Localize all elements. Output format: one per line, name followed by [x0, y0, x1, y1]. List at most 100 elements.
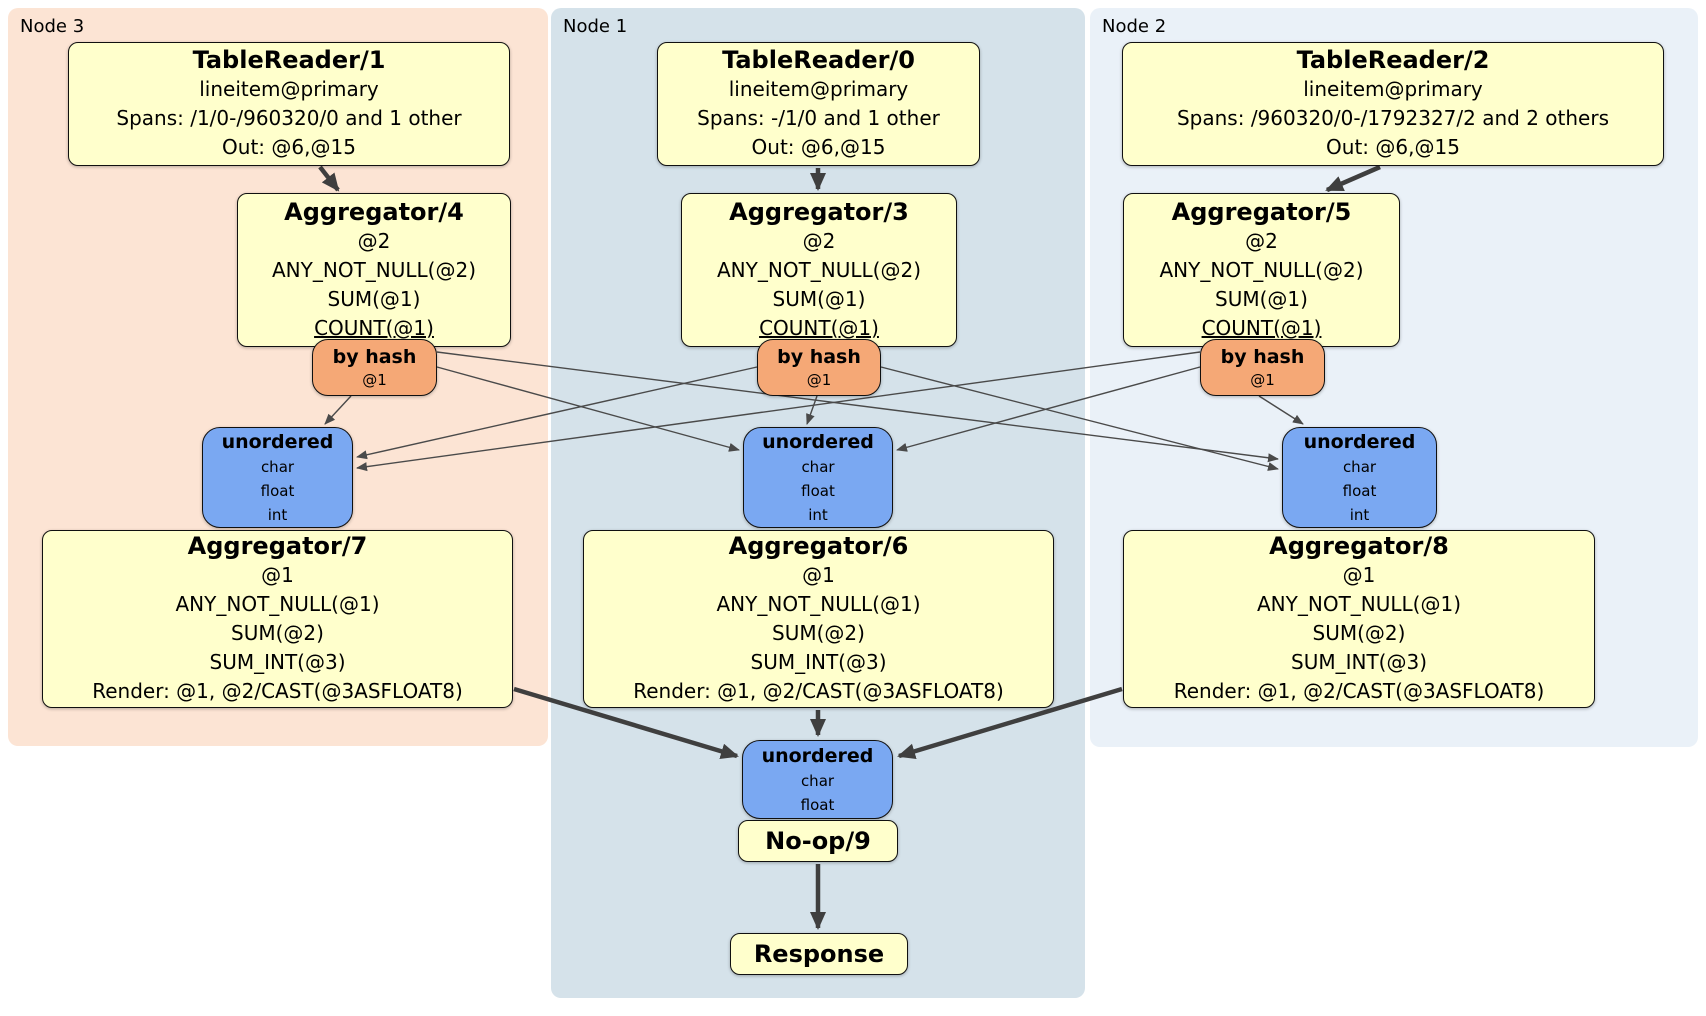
tablereader-1-line-0: lineitem@primary [199, 77, 379, 101]
sync-unordered-final-line-0: char [800, 771, 835, 790]
edge-hash3-sync7 [356, 366, 758, 460]
tablereader-0-line-1: Spans: -/1/0 and 1 other [697, 106, 940, 130]
edge-hash5-sync8 [1258, 395, 1304, 425]
aggregator-7-line-2: SUM(@2) [231, 621, 324, 645]
aggregator-4-title: Aggregator/4 [284, 197, 464, 226]
aggregator-6-line-2: SUM(@2) [772, 621, 865, 645]
aggregator-7-line-0: @1 [261, 563, 294, 587]
tablereader-1-title: TableReader/1 [192, 46, 386, 74]
noop-9: No-op/9 [738, 820, 898, 862]
response: Response [730, 933, 908, 975]
router-by-hash-3: by hash @1 [757, 339, 881, 396]
edge-hash5-sync7 [356, 351, 1201, 472]
sync-unordered-final: unordered char float [742, 740, 893, 819]
sync-unordered-8-line-1: float [1342, 481, 1377, 500]
sync-unordered-8: unordered char float int [1282, 427, 1437, 528]
aggregator-8-line-1: ANY_NOT_NULL(@1) [1257, 592, 1461, 616]
edge-hash4-sync6 [436, 366, 740, 452]
sync-unordered-final-title: unordered [761, 744, 874, 767]
aggregator-3-line-2: SUM(@1) [772, 286, 866, 311]
aggregator-6-line-1: ANY_NOT_NULL(@1) [716, 592, 921, 616]
aggregator-6-line-3: SUM_INT(@3) [750, 650, 887, 674]
edge-hash3-sync8 [880, 366, 1279, 471]
sync-unordered-7: unordered char float int [202, 427, 353, 528]
aggregator-5-line-3: COUNT(@1) [1201, 315, 1322, 340]
tablereader-1-line-1: Spans: /1/0-/960320/0 and 1 other [116, 106, 462, 130]
tablereader-2-line-1: Spans: /960320/0-/1792327/2 and 2 others [1176, 106, 1609, 130]
tablereader-0-title: TableReader/0 [722, 46, 915, 74]
tablereader-2-title: TableReader/2 [1296, 46, 1490, 74]
sync-unordered-7-line-0: char [260, 457, 295, 476]
router-by-hash-3-title: by hash [777, 345, 861, 368]
aggregator-4-line-2: SUM(@1) [327, 286, 421, 311]
router-by-hash-5: by hash @1 [1200, 339, 1325, 396]
aggregator-6-title: Aggregator/6 [728, 532, 909, 560]
aggregator-6-line-4: Render: @1, @2/CAST(@3ASFLOAT8) [633, 679, 1004, 703]
sync-unordered-6-line-2: int [808, 505, 828, 524]
aggregator-3-title: Aggregator/3 [729, 197, 909, 226]
aggregator-8-line-4: Render: @1, @2/CAST(@3ASFLOAT8) [1173, 679, 1545, 703]
aggregator-8-line-3: SUM_INT(@3) [1291, 650, 1427, 674]
router-by-hash-3-line-0: @1 [806, 370, 832, 389]
tablereader-0-line-2: Out: @6,@15 [751, 135, 886, 159]
edge-tablereader2-aggregator5 [1325, 164, 1381, 193]
edge-tablereader1-aggregator4 [318, 165, 340, 192]
aggregator-5-title: Aggregator/5 [1171, 197, 1352, 226]
aggregator-5-line-2: SUM(@1) [1215, 286, 1308, 311]
aggregator-8-line-0: @1 [1342, 563, 1376, 587]
router-by-hash-5-title: by hash [1220, 345, 1305, 368]
aggregator-5-line-1: ANY_NOT_NULL(@2) [1159, 257, 1364, 282]
aggregator-8-title: Aggregator/8 [1269, 532, 1449, 560]
aggregator-8-line-2: SUM(@2) [1312, 621, 1406, 645]
aggregator-3-line-1: ANY_NOT_NULL(@2) [717, 257, 921, 282]
sync-unordered-6-line-1: float [801, 481, 835, 500]
aggregator-7-line-3: SUM_INT(@3) [209, 650, 346, 674]
sync-unordered-7-title: unordered [221, 430, 334, 453]
sync-unordered-6-line-0: char [801, 457, 835, 476]
sync-unordered-7-line-1: float [260, 481, 295, 500]
edge-aggregator7-sync-final [513, 686, 739, 760]
aggregator-6-line-0: @1 [802, 563, 835, 587]
sync-unordered-8-line-0: char [1342, 457, 1377, 476]
sync-unordered-6: unordered char float int [743, 427, 893, 528]
sync-unordered-8-line-2: int [1349, 505, 1370, 524]
router-by-hash-5-line-0: @1 [1250, 370, 1275, 389]
aggregator-7-title: Aggregator/7 [187, 532, 368, 560]
tablereader-2-line-0: lineitem@primary [1303, 77, 1483, 101]
edge-hash5-sync6 [896, 366, 1201, 452]
aggregator-4-line-3: COUNT(@1) [314, 315, 434, 340]
sync-unordered-6-title: unordered [762, 430, 874, 453]
noop-9-title: No-op/9 [765, 826, 871, 855]
sync-unordered-7-line-2: int [267, 505, 288, 524]
region-label-node-3: Node 3 [20, 16, 85, 37]
tablereader-0-line-0: lineitem@primary [728, 77, 909, 101]
aggregator-4-line-1: ANY_NOT_NULL(@2) [272, 257, 476, 282]
edge-aggregator8-sync-final [897, 686, 1123, 760]
aggregator-5-line-0: @2 [1245, 228, 1278, 253]
aggregator-4-line-0: @2 [357, 228, 391, 253]
edge-hash4-sync7 [324, 395, 352, 425]
response-title: Response [753, 939, 885, 968]
router-by-hash-4-line-0: @1 [362, 370, 387, 389]
tablereader-2-line-2: Out: @6,@15 [1326, 135, 1460, 159]
router-by-hash-4: by hash @1 [312, 339, 437, 396]
aggregator-3-line-3: COUNT(@1) [759, 315, 879, 340]
tablereader-1-line-2: Out: @6,@15 [222, 135, 356, 159]
edge-hash4-sync8 [436, 351, 1279, 463]
region-label-node-2: Node 2 [1102, 16, 1167, 37]
region-label-node-1: Node 1 [563, 16, 628, 37]
aggregator-7-line-4: Render: @1, @2/CAST(@3ASFLOAT8) [92, 679, 463, 703]
sync-unordered-8-title: unordered [1303, 430, 1416, 453]
router-by-hash-4-title: by hash [332, 345, 417, 368]
sync-unordered-final-line-1: float [800, 795, 835, 814]
